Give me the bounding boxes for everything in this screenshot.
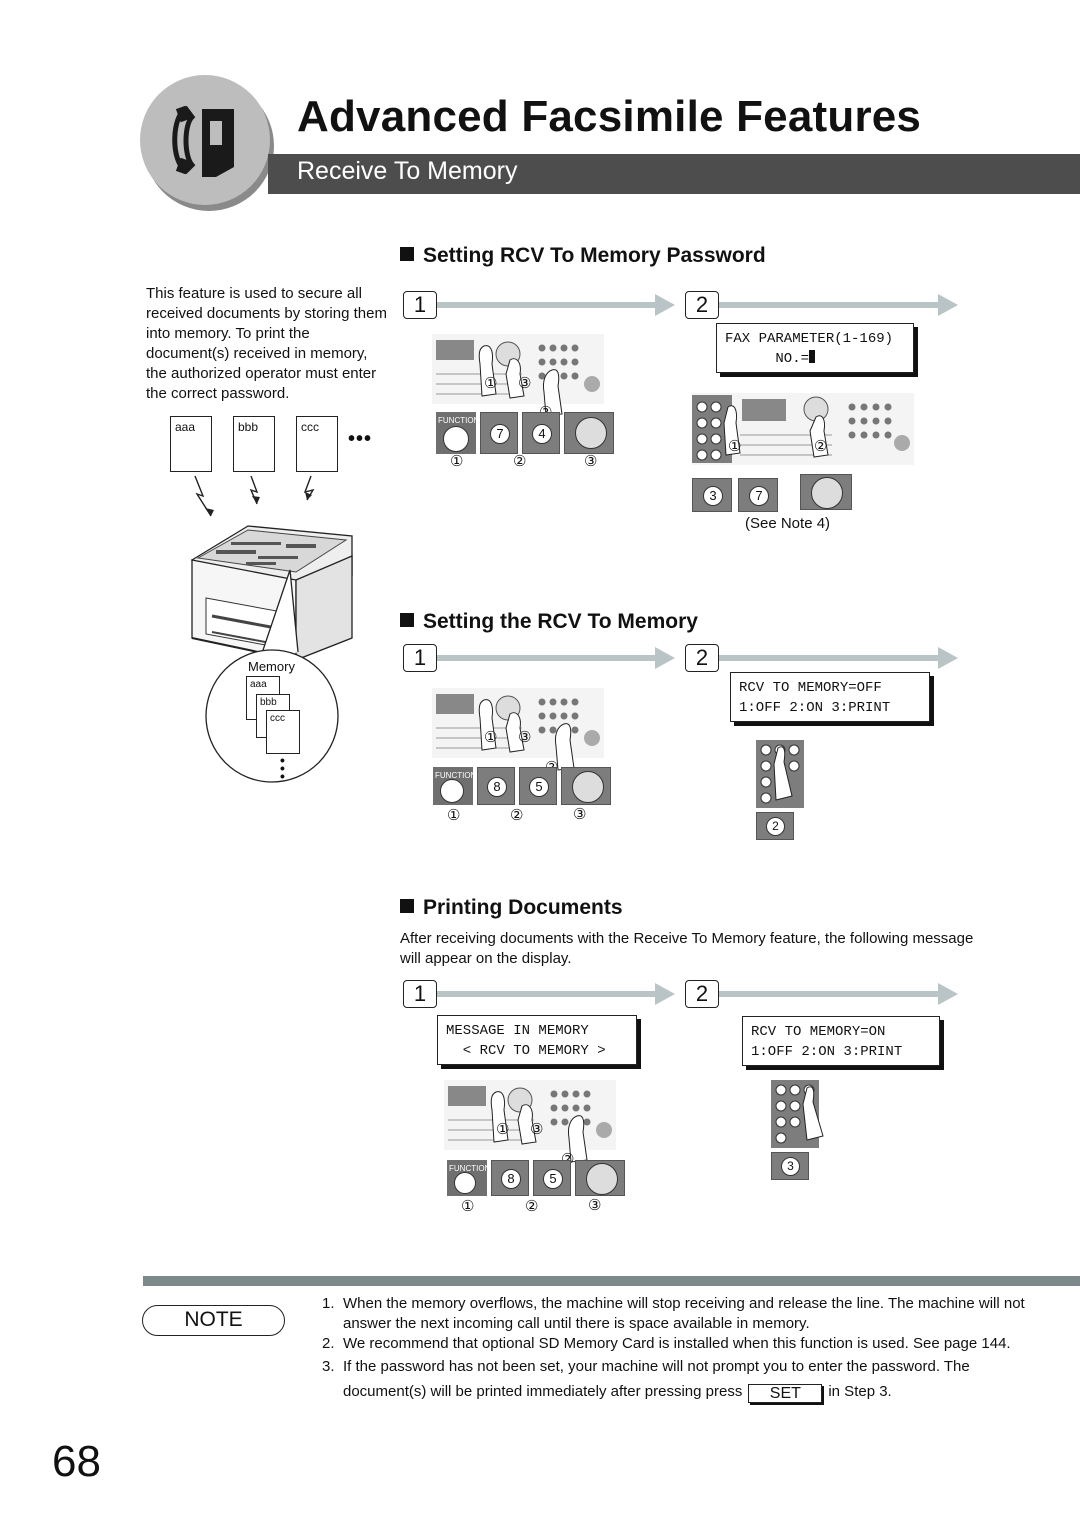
intro-text: This feature is used to secure all recei… [146,285,387,402]
page-number: 68 [52,1437,101,1486]
key-3b[interactable]: 3 [771,1152,809,1180]
note-divider-bar [143,1276,1080,1286]
s3-key-row: FUNCTION 8 5 [447,1160,625,1196]
s1-arrow-2 [719,302,939,308]
s2-marker-1: ① [447,807,461,824]
see-note-4: (See Note 4) [745,515,831,532]
s1-step-1: 1 [403,291,437,319]
s2-arrow-1-head [655,647,675,669]
fax-machine-illustration [190,525,353,661]
note-item-1: 1.When the memory overflows, the machine… [322,1295,1025,1332]
more-documents-dots: ••• [348,428,373,450]
function-key-3[interactable]: FUNCTION [447,1160,490,1196]
set-key-dial-4[interactable] [575,1160,625,1196]
note-item-2: 2.We recommend that optional SD Memory C… [322,1335,1011,1352]
key-3[interactable]: 3 [692,478,732,512]
memory-more-dots: ••• [280,752,285,784]
s3-arrow-1-head [655,983,675,1005]
s2-marker-3: ③ [573,806,587,823]
s1-marker-1: ① [450,453,464,470]
key-7[interactable]: 7 [480,412,518,454]
note-item-3: 3.If the password has not been set, your… [322,1358,970,1403]
function-key-2[interactable]: FUNCTION [433,767,476,805]
s1-step-2: 2 [685,291,719,319]
note-list: 1.When the memory overflows, the machine… [322,1294,1042,1404]
document-aaa: aaa [170,416,212,472]
s2-step-2: 2 [685,644,719,672]
s1-lcd-display: FAX PARAMETER(1-169) NO.= [716,323,914,373]
key-8[interactable]: 8 [477,767,515,805]
key-7b[interactable]: 7 [738,478,778,512]
s3-marker-2b: ② [525,1198,539,1215]
section-heading-printing: Printing Documents [400,896,623,920]
s1-control-panel-2: ① ② [692,393,914,465]
s1-control-panel: ① ③ [432,334,604,404]
memory-doc-ccc: ccc [266,710,300,754]
function-key[interactable]: FUNCTION [436,412,479,454]
document-ccc: ccc [296,416,338,472]
s3-lcd-display-1: MESSAGE IN MEMORY < RCV TO MEMORY > [437,1015,637,1065]
s3-step-2: 2 [685,980,719,1008]
page-subtitle: Receive To Memory [297,157,518,185]
s2-arrow-2-head [938,647,958,669]
document-bbb: bbb [233,416,275,472]
s1-marker-2b: ② [513,453,527,470]
s2-marker-2b: ② [510,807,524,824]
set-key-dial[interactable] [564,412,614,454]
s3-lcd-display-2: RCV TO MEMORY=ON 1:OFF 2:ON 3:PRINT [742,1016,940,1066]
s1-arrow-1 [437,302,657,308]
lcd-cursor [809,350,816,363]
key-2[interactable]: 2 [756,812,794,840]
section-heading-password: Setting RCV To Memory Password [400,244,766,268]
s2-step-1: 1 [403,644,437,672]
s3-step-1: 1 [403,980,437,1008]
s1-marker-3: ③ [584,453,598,470]
key-4[interactable]: 4 [522,412,560,454]
page-title: Advanced Facsimile Features [297,92,922,141]
key-8b[interactable]: 8 [491,1160,529,1196]
s3-arrow-2-head [938,983,958,1005]
set-key-dial-2[interactable] [800,474,852,510]
set-key-label: SET [748,1384,823,1403]
s2-arrow-2 [719,655,939,661]
s1-arrow-1-head [655,294,675,316]
key-5b[interactable]: 5 [533,1160,571,1196]
note-label: NOTE [142,1305,285,1336]
set-key-dial-3[interactable] [561,767,611,805]
s3-marker-1: ① [461,1198,475,1215]
section-heading-setting: Setting the RCV To Memory [400,610,698,634]
fax-document-icon [172,105,234,177]
incoming-transmission-bolts [194,475,315,517]
memory-label: Memory [248,659,295,674]
key-5[interactable]: 5 [519,767,557,805]
s2-arrow-1 [437,655,657,661]
s2-keypad [756,740,804,808]
s3-keypad [771,1080,824,1148]
s3-arrow-1 [437,991,657,997]
s3-marker-3: ③ [588,1197,602,1214]
printing-intro-text: After receiving documents with the Recei… [400,930,974,967]
s2-lcd-display: RCV TO MEMORY=OFF 1:OFF 2:ON 3:PRINT [730,672,930,722]
header-subtitle-bar [268,154,1080,194]
s1-arrow-2-head [938,294,958,316]
s1-key-row: FUNCTION 7 4 [436,412,614,454]
s2-control-panel: ① ③ [432,688,604,758]
s2-key-row: FUNCTION 8 5 [433,767,611,805]
s3-arrow-2 [719,991,939,997]
header-icon-badge [140,75,270,205]
